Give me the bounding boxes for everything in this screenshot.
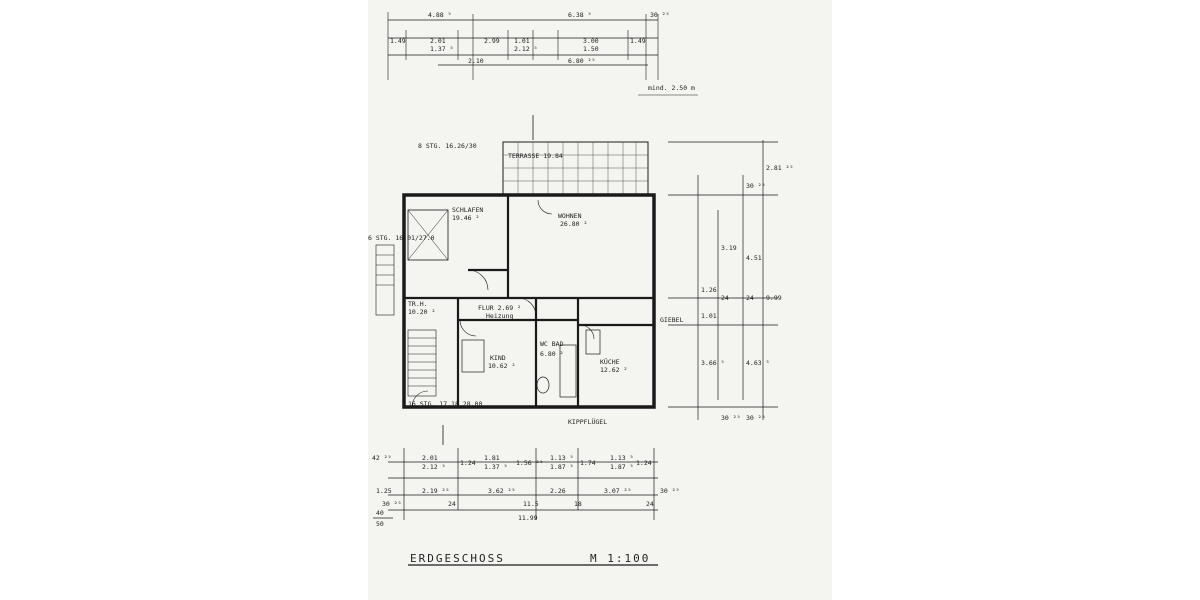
drawing-title: ERDGESCHOSS [410,552,505,565]
dim-bot-1l: 1.87 ⁵ [610,463,633,471]
dim-bot-1c: 2.12 ⁵ [422,463,445,471]
dim-top-2e: 1.01 [514,37,530,45]
room-bad-name: WC BAD [540,340,564,348]
drawing-scale: M 1:100 [590,552,650,565]
dim-bot-2d: 2.26 [550,487,566,495]
dim-right-5: 1.01 [701,312,717,320]
dim-bot-total: 11.99 [518,514,538,522]
dim-top-2h: 1.50 [583,45,599,53]
dim-left-2: 50 [376,520,384,528]
room-terrasse: TERRASSE 19.84 [508,152,563,160]
dim-bot-1d: 1.24 [460,459,476,467]
dim-right-8: 4.63 ⁵ [746,359,769,367]
dim-right-7: 4.51 [746,254,762,262]
floor-plan-drawing: 4.88 ⁵ 6.38 ⁵ 30 ²⁵ 1.49 2.01 1.37 ⁵ 2.9… [368,11,793,566]
dim-bot-1j: 1.74 [580,459,596,467]
dim-top-1c: 30 ²⁵ [650,11,670,19]
room-kind-name: KIND [490,354,506,362]
room-kueche-name: KÜCHE [600,357,620,366]
note-kippfluegel: KIPPFLÜGEL [568,417,607,426]
room-schlafen-area: 19.46 ² [452,214,479,222]
room-trh-name: TR.H. [408,300,428,308]
room-trh-area: 10.20 ² [408,308,435,316]
dim-bot-1e: 1.81 [484,454,500,462]
dim-bot-1f: 1.37 ⁵ [484,463,507,471]
dim-bot-1g: 1.56 ²⁵ [516,459,543,467]
dim-bot-2b: 2.19 ²⁵ [422,487,449,495]
dim-bot-1i: 1.87 ⁵ [550,463,573,471]
dim-bot-2f: 30 ²⁵ [660,487,680,495]
dim-top-2f: 2.12 ⁵ [514,45,537,53]
dim-top-1b: 6.38 ⁵ [568,11,591,19]
dim-bot-1a: 42 ²⁵ [372,454,392,462]
room-kind-area: 10.62 ² [488,362,515,370]
note-heizung: Heizung [486,312,513,320]
dim-right-3: 3.19 [721,244,737,252]
dim-left-1: 40 [376,509,384,517]
dim-right-10: 24 [721,294,729,302]
note-giebel: GIEBEL [660,316,684,324]
plan-sheet: 4.88 ⁵ 6.38 ⁵ 30 ²⁵ 1.49 2.01 1.37 ⁵ 2.9… [368,0,832,600]
dim-right-13: 30 ²⁵ [746,414,766,422]
dim-bot-1k: 1.13 ⁵ [610,454,633,462]
dim-bot-3d: 18 [574,500,582,508]
dim-top-2i: 1.49 [630,37,646,45]
dim-top-2c: 1.37 ⁵ [430,45,453,53]
note-stairs-c: 6 STG. 16.01/27.0 [368,234,435,242]
room-bad-area: 6.80 ² [540,350,563,358]
room-schlafen-name: SCHLAFEN [452,206,483,214]
note-stairs-b: 8 STG. 16.26/30 [418,142,477,150]
dim-top-3a: 2.10 [468,57,484,65]
dim-bot-1m: 1.24 [636,459,652,467]
room-wohnen-name: WOHNEN [558,212,582,220]
dim-right-11: 24 [746,294,754,302]
dim-right-6: 3.66 ⁵ [701,359,724,367]
dim-right-1: 2.81 ²⁵ [766,164,793,172]
note-min-height: mind. 2.50 m [648,84,695,92]
dim-bot-1b: 2.01 [422,454,438,462]
dim-right-2: 30 ²⁵ [746,182,766,190]
dim-bot-3e: 24 [646,500,654,508]
dim-bot-3c: 11.5 [523,500,539,508]
dim-right-12: 30 ²⁵ [721,414,741,422]
dim-right-9: 9.99 [766,294,782,302]
dim-top-1a: 4.88 ⁵ [428,11,451,19]
dim-top-3b: 6.80 ²⁵ [568,57,595,65]
dim-bot-2e: 3.07 ²⁵ [604,487,631,495]
dim-bot-2c: 3.62 ²⁵ [488,487,515,495]
room-kueche-area: 12.62 ² [600,366,627,374]
room-flur: FLUR 2.69 ² [478,304,521,312]
dim-bot-3a: 30 ²⁵ [382,500,402,508]
dim-right-4: 1.26 [701,286,717,294]
dim-bot-2a: 1.25 [376,487,392,495]
dim-top-2b: 2.01 [430,37,446,45]
room-wohnen-area: 26.80 ² [560,220,587,228]
note-stairs-a: 16 STG. 17.18 28.00 [408,400,482,408]
dim-top-2a: 1.49 [390,37,406,45]
dim-bot-3b: 24 [448,500,456,508]
dim-bot-1h: 1.13 ⁵ [550,454,573,462]
dim-top-2g: 3.00 [583,37,599,45]
dim-top-2d: 2.99 [484,37,500,45]
